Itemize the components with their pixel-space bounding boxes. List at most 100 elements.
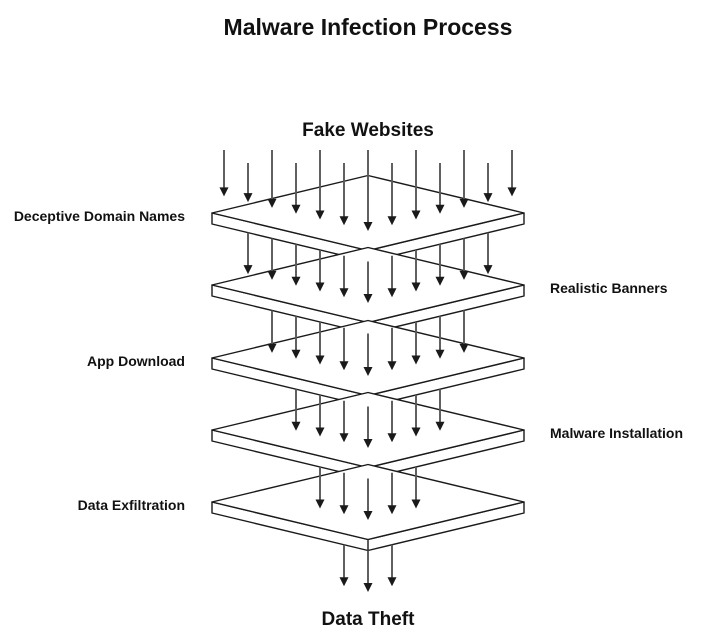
- arrow-row-3: [291, 389, 445, 448]
- flow-arrow: [363, 150, 373, 231]
- arrowhead-icon: [243, 265, 253, 275]
- flow-arrow: [387, 472, 397, 515]
- flow-arrow: [411, 321, 421, 365]
- arrowhead-icon: [387, 505, 397, 515]
- arrowhead-icon: [435, 349, 445, 359]
- arrowhead-icon: [291, 349, 301, 359]
- flow-arrow: [411, 150, 421, 220]
- flow-arrow: [315, 394, 325, 437]
- flow-arrow: [243, 232, 253, 275]
- arrowhead-icon: [363, 222, 373, 231]
- arrowhead-icon: [411, 499, 421, 509]
- arrowhead-icon: [387, 216, 397, 226]
- arrowhead-icon: [219, 187, 229, 197]
- flow-arrow: [267, 150, 277, 208]
- layer-label-malware-installation: Malware Installation: [550, 425, 683, 441]
- flow-arrow: [339, 255, 349, 298]
- arrowhead-icon: [459, 270, 469, 280]
- flow-arrow: [507, 150, 517, 197]
- flow-arrow: [387, 255, 397, 298]
- flow-arrow: [291, 163, 301, 214]
- flow-arrow: [411, 249, 421, 292]
- arrowhead-icon: [483, 265, 493, 275]
- flow-arrow: [387, 327, 397, 371]
- arrowhead-icon: [291, 421, 301, 431]
- flow-arrow: [315, 249, 325, 292]
- flow-arrow: [363, 406, 373, 448]
- arrowhead-icon: [339, 216, 349, 226]
- arrowhead-icon: [363, 367, 373, 376]
- flow-arrow: [339, 163, 349, 226]
- diagram-title: Malware Infection Process: [224, 14, 513, 40]
- layer-label-app-download: App Download: [87, 353, 185, 369]
- arrowhead-icon: [315, 427, 325, 437]
- flow-arrow: [315, 466, 325, 509]
- arrow-row-5: [339, 544, 397, 592]
- arrow-row-0: [219, 150, 517, 231]
- arrowhead-icon: [339, 288, 349, 298]
- arrow-row-2: [267, 310, 469, 376]
- flow-arrow: [435, 316, 445, 359]
- sink-node-label: Data Theft: [322, 609, 416, 630]
- arrowhead-icon: [339, 505, 349, 515]
- flow-arrow: [315, 321, 325, 365]
- arrowhead-icon: [315, 499, 325, 509]
- layer-label-deceptive-domain-names: Deceptive Domain Names: [14, 208, 185, 224]
- arrowhead-icon: [435, 421, 445, 431]
- flow-arrow: [315, 150, 325, 220]
- flow-arrow: [459, 310, 469, 353]
- flow-arrow: [267, 238, 277, 280]
- arrowhead-icon: [363, 294, 373, 303]
- flow-arrow: [483, 163, 493, 203]
- arrowhead-icon: [339, 433, 349, 443]
- arrowhead-icon: [315, 282, 325, 292]
- arrowhead-icon: [363, 511, 373, 520]
- arrow-row-4: [315, 466, 421, 520]
- flow-arrow: [363, 550, 373, 592]
- flow-arrow: [435, 244, 445, 286]
- flow-arrow: [339, 472, 349, 515]
- flow-arrow: [339, 544, 349, 587]
- arrowhead-icon: [291, 276, 301, 286]
- arrowhead-icon: [291, 204, 301, 214]
- flow-arrow: [387, 400, 397, 443]
- arrowhead-icon: [435, 204, 445, 214]
- arrowhead-icon: [387, 361, 397, 371]
- flow-arrow: [291, 244, 301, 286]
- flow-arrow: [363, 333, 373, 376]
- flow-arrow: [267, 310, 277, 353]
- arrowhead-icon: [387, 577, 397, 587]
- arrowhead-icon: [363, 439, 373, 448]
- flow-arrow: [435, 163, 445, 214]
- layer-label-data-exfiltration: Data Exfiltration: [78, 497, 185, 513]
- flow-arrow: [339, 400, 349, 443]
- arrowhead-icon: [411, 427, 421, 437]
- flow-arrow: [411, 466, 421, 509]
- arrowhead-icon: [387, 288, 397, 298]
- arrowhead-icon: [411, 355, 421, 365]
- arrowhead-icon: [411, 210, 421, 220]
- arrowhead-icon: [339, 361, 349, 371]
- arrow-row-1: [243, 232, 493, 303]
- arrowhead-icon: [267, 198, 277, 208]
- arrowhead-icon: [267, 270, 277, 280]
- flow-arrow: [483, 232, 493, 275]
- arrowhead-icon: [339, 577, 349, 587]
- flow-arrow: [291, 316, 301, 359]
- flow-arrow: [387, 544, 397, 587]
- flow-arrow: [243, 163, 253, 203]
- flow-arrow: [291, 389, 301, 431]
- arrowhead-icon: [315, 210, 325, 220]
- arrowhead-icon: [507, 187, 517, 197]
- flow-arrow: [363, 261, 373, 303]
- arrowhead-icon: [387, 433, 397, 443]
- funnel-geometry: [211, 150, 525, 592]
- arrowhead-icon: [483, 193, 493, 203]
- arrowhead-icon: [459, 343, 469, 353]
- flow-arrow: [435, 389, 445, 431]
- flow-arrow: [363, 478, 373, 520]
- arrowhead-icon: [435, 276, 445, 286]
- source-node-label: Fake Websites: [302, 120, 434, 141]
- flow-arrow: [219, 150, 229, 197]
- flow-arrow: [387, 163, 397, 226]
